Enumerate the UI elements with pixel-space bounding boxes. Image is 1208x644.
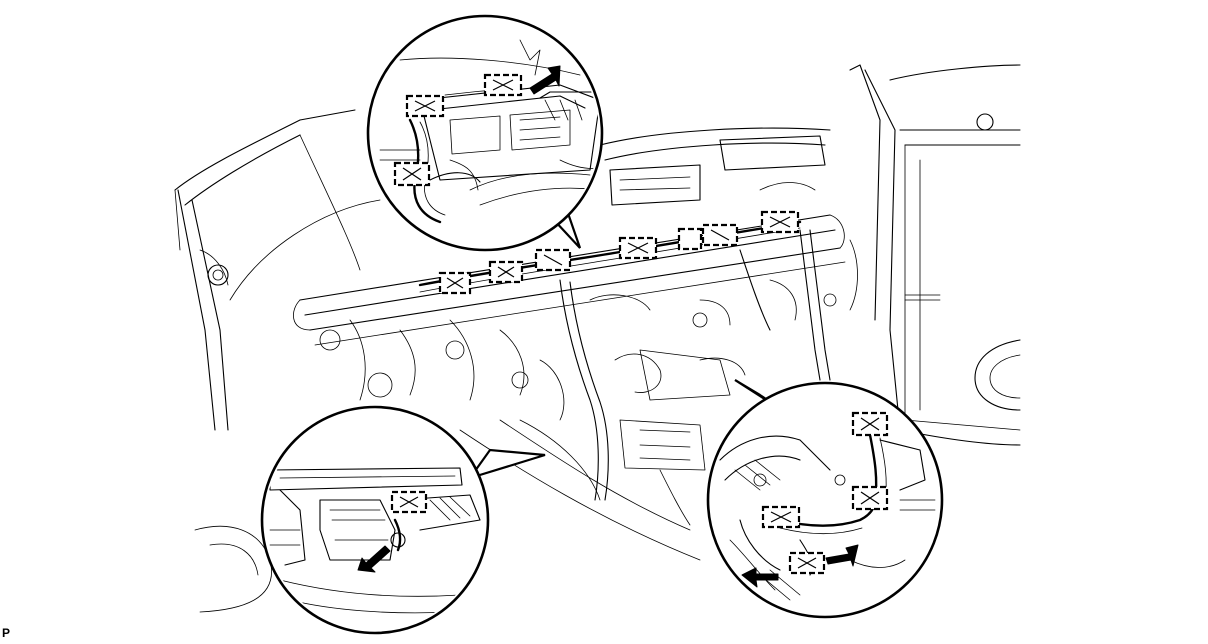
harness-clip bbox=[851, 485, 889, 511]
harness-clip bbox=[390, 490, 428, 514]
lower-left-detail-callout bbox=[260, 405, 490, 635]
harness-clip bbox=[405, 94, 445, 118]
harness-clip bbox=[393, 161, 431, 187]
figure-code-label: P bbox=[2, 626, 11, 640]
harness-clip bbox=[761, 505, 801, 529]
upper-detail-callout bbox=[366, 14, 604, 252]
main-harness-clips bbox=[438, 210, 800, 295]
harness-clip bbox=[760, 210, 800, 234]
harness-clip bbox=[851, 411, 889, 437]
harness-clip bbox=[701, 223, 739, 247]
vehicle-body-outline bbox=[174, 64, 1021, 613]
arrow-icon bbox=[741, 567, 779, 588]
arrow-icon bbox=[825, 544, 859, 567]
harness-clip bbox=[677, 227, 703, 251]
arrow-icon bbox=[357, 545, 391, 573]
arrow-icon bbox=[529, 65, 561, 95]
harness-clip bbox=[483, 73, 523, 97]
harness-clip bbox=[788, 551, 826, 575]
harness-clip bbox=[488, 260, 524, 284]
lower-right-detail-callout bbox=[706, 381, 944, 619]
dashboard-reinforcement bbox=[293, 182, 858, 526]
harness-clip bbox=[534, 248, 572, 272]
harness-clip bbox=[438, 271, 472, 295]
harness-clip bbox=[618, 236, 658, 260]
